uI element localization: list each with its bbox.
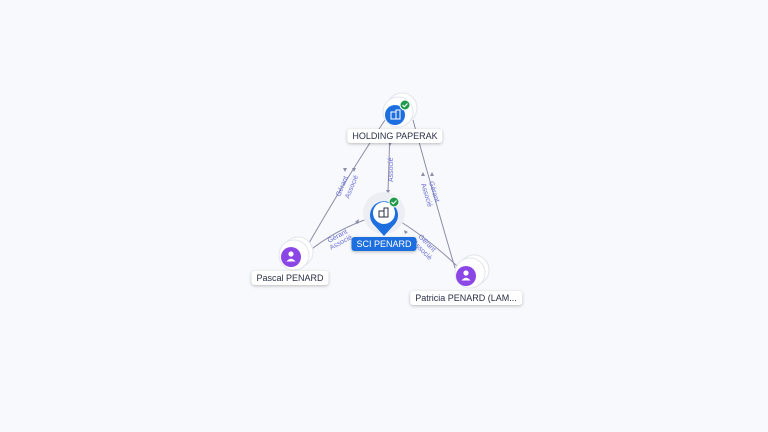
node-holding-paperak[interactable] bbox=[382, 92, 418, 128]
arrow-head bbox=[421, 172, 425, 176]
building-icon bbox=[378, 207, 389, 218]
building-icon bbox=[390, 109, 401, 120]
person-node-circle bbox=[456, 266, 476, 286]
edge-pascal-sci bbox=[307, 217, 371, 253]
arrow-head bbox=[343, 168, 347, 172]
person-icon bbox=[461, 270, 471, 281]
person-node-circle bbox=[281, 247, 301, 267]
check-badge-icon bbox=[388, 196, 400, 208]
arrow-head bbox=[430, 172, 434, 176]
arrow-head bbox=[352, 168, 356, 172]
arrow-head bbox=[355, 219, 359, 224]
node-label-patricia-penard[interactable]: Patricia PENARD (LAM... bbox=[410, 291, 522, 305]
node-label-holding-paperak[interactable]: HOLDING PAPERAK bbox=[347, 129, 443, 143]
arrow-head bbox=[388, 142, 392, 146]
node-label-pascal-penard[interactable]: Pascal PENARD bbox=[251, 271, 329, 285]
arrow-head bbox=[404, 230, 408, 234]
edge-label: Associé bbox=[388, 157, 395, 182]
edge-sci-patricia bbox=[397, 219, 458, 267]
node-label-sci-penard[interactable]: SCI PENARD bbox=[351, 237, 417, 251]
person-icon bbox=[286, 251, 296, 262]
check-badge-icon bbox=[399, 99, 411, 111]
node-pascal-penard[interactable] bbox=[278, 236, 314, 271]
node-patricia-penard[interactable] bbox=[454, 254, 490, 289]
arrow-head bbox=[386, 190, 390, 194]
node-sci-penard[interactable] bbox=[363, 192, 405, 236]
